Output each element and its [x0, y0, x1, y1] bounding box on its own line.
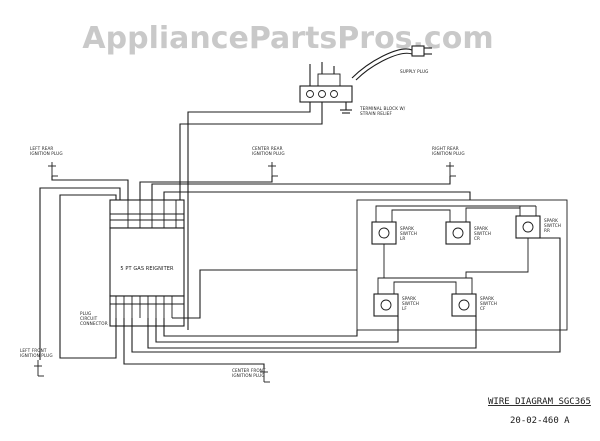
right-rear-ignition-plug: [446, 162, 456, 177]
supply-plug: [351, 45, 432, 81]
spark-switch-cr: [445, 212, 471, 245]
left-front-ignition-plug: [34, 360, 44, 377]
reigniter-module: [109, 199, 185, 327]
center-rear-ignition-plug: [268, 162, 278, 177]
terminal-block: [299, 62, 353, 114]
diagram-number: 20-02-460 A: [510, 416, 570, 426]
switch-frame: [356, 199, 568, 331]
spark-switch-lf: [373, 284, 399, 317]
diagram-title: WIRE DIAGRAM SGC365: [488, 397, 591, 407]
center-front-ignition-plug: [260, 368, 270, 383]
spark-switch-lr: [371, 212, 397, 245]
left-rear-ignition-plug: [48, 162, 58, 177]
reigniter-label: 5 PT GAS REIGNITER: [120, 266, 174, 272]
connector-pins: [115, 296, 173, 318]
supply-plug-label: SUPPLY PLUG: [400, 69, 429, 74]
watermark: AppliancePartsPros.com: [82, 21, 493, 56]
terminal-block-label: TERMINAL BLOCK W/STRAIN RELIEF: [359, 106, 406, 116]
spark-switch-cf: [451, 284, 477, 317]
spark-switch-rr: [515, 206, 541, 239]
